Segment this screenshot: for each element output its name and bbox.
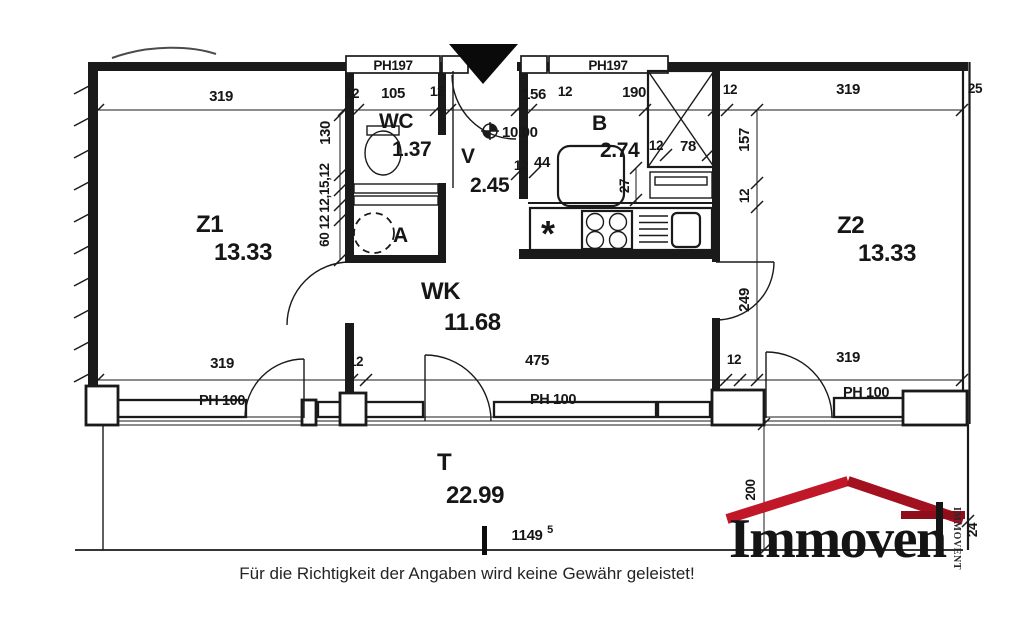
dim-top-190: 190 (622, 84, 646, 101)
elevation-marker-icon: 10.00 (481, 122, 538, 141)
room-z1-name: Z1 (196, 211, 223, 238)
room-wc-area: 1.37 (392, 138, 431, 161)
terrace (75, 424, 970, 555)
top-window-boxes: PH197 PH197 (345, 55, 669, 74)
dim-left-12-15-12: 12,15,12 (317, 163, 332, 212)
parapet-ph100-left: PH 100 (199, 393, 245, 409)
room-labels: Z1 13.33 Z2 13.33 WK 11.68 WC 1.37 V 2.4… (196, 110, 917, 509)
room-wk-area: 11.68 (444, 309, 501, 336)
room-v-area: 2.45 (470, 174, 510, 197)
dim-z2-157: 157 (736, 128, 753, 152)
logo-t-stem (936, 502, 943, 555)
z1-door-arc (286, 261, 351, 326)
dim-terrace-24: 24 (965, 522, 980, 537)
bathtub-icon (556, 144, 626, 208)
toilet-icon (364, 125, 402, 176)
kitchen-star-label: * (541, 213, 555, 254)
dim-niche-27: 27 (617, 179, 632, 193)
dim-bottom-475: 475 (525, 352, 549, 369)
appliance-a-label: A (393, 224, 408, 247)
dimension-labels: 319 12 105 12 156 12 190 12 319 25 130 1… (199, 81, 983, 544)
room-wc-name: WC (379, 110, 413, 133)
logo-roof-bar (901, 511, 965, 519)
dim-shaft-78: 78 (680, 138, 696, 155)
entrance-marker-icon (449, 44, 518, 188)
dim-terrace-200: 200 (743, 479, 758, 500)
dim-top-319-right: 319 (836, 81, 860, 98)
dim-bottom-319-right: 319 (836, 349, 860, 366)
wall-hatch-ticks (73, 85, 90, 383)
logo-vertical-text: IMMOVENT (951, 507, 962, 570)
dim-v-44: 44 (534, 154, 551, 171)
room-t-area: 22.99 (446, 482, 504, 509)
sink-icon (639, 211, 702, 249)
dim-z2-12: 12 (737, 189, 752, 203)
shaft-x-icon (646, 69, 716, 199)
dim-z2-249: 249 (736, 288, 753, 312)
room-z2-area: 13.33 (858, 240, 916, 267)
dim-top-25: 25 (968, 81, 983, 96)
parapet-ph100-right: PH 100 (843, 385, 889, 401)
dim-top-12-a: 12 (345, 86, 359, 101)
correction-mark (111, 46, 217, 59)
dim-top-319-left: 319 (209, 88, 233, 105)
appliance-a-circle-icon (353, 212, 395, 254)
dim-total-1149: 1149 (512, 527, 543, 544)
stove-icon (580, 209, 634, 251)
room-z2-name: Z2 (837, 212, 864, 239)
dim-top-12-d: 12 (723, 82, 737, 97)
total-dim-tick (482, 526, 487, 555)
dim-total-sup: 5 (547, 524, 553, 536)
dim-left-130: 130 (317, 121, 334, 145)
dim-top-156: 156 (522, 86, 546, 103)
wk-terrace-door-arc (424, 354, 492, 422)
dim-left-60-12: 60 12 (317, 215, 332, 247)
dim-bottom-12-left: 12 (349, 354, 363, 369)
room-v-name: V (461, 145, 475, 168)
room-b-name: B (592, 112, 607, 135)
parapet-ph197-right: PH197 (588, 58, 627, 73)
dim-top-12-c: 12 (558, 84, 572, 99)
dim-shaft-12: 12 (649, 138, 663, 153)
room-z1-area: 13.33 (214, 239, 272, 266)
dim-bottom-319-left: 319 (210, 355, 234, 372)
room-wk-name: WK (421, 278, 461, 305)
parapet-ph197-left: PH197 (373, 58, 412, 73)
room-b-area: 2.74 (600, 139, 640, 162)
parapet-ph100-center: PH 100 (530, 392, 576, 408)
dim-bottom-12-right: 12 (727, 352, 741, 367)
disclaimer-text: Für die Richtigkeit der Angaben wird kei… (239, 564, 694, 583)
z1-terrace-door-arc (244, 358, 305, 419)
walls (88, 62, 971, 424)
z2-terrace-door-arc (765, 351, 833, 419)
dim-top-12-b: 12 (430, 84, 444, 99)
room-t-name: T (437, 449, 452, 476)
entrance-door-arc (451, 74, 517, 140)
dimension-lines (91, 103, 975, 557)
logo-wordmark: Immoven (729, 508, 947, 570)
dim-top-105: 105 (381, 85, 405, 102)
elevation-value: 10.00 (502, 124, 538, 141)
immovent-logo: Immoven IMMOVENT (725, 476, 965, 570)
fixtures (353, 125, 714, 254)
bottom-windows (84, 384, 969, 427)
logo-roof-left (725, 476, 850, 524)
dim-v-12: 12 (514, 158, 528, 173)
